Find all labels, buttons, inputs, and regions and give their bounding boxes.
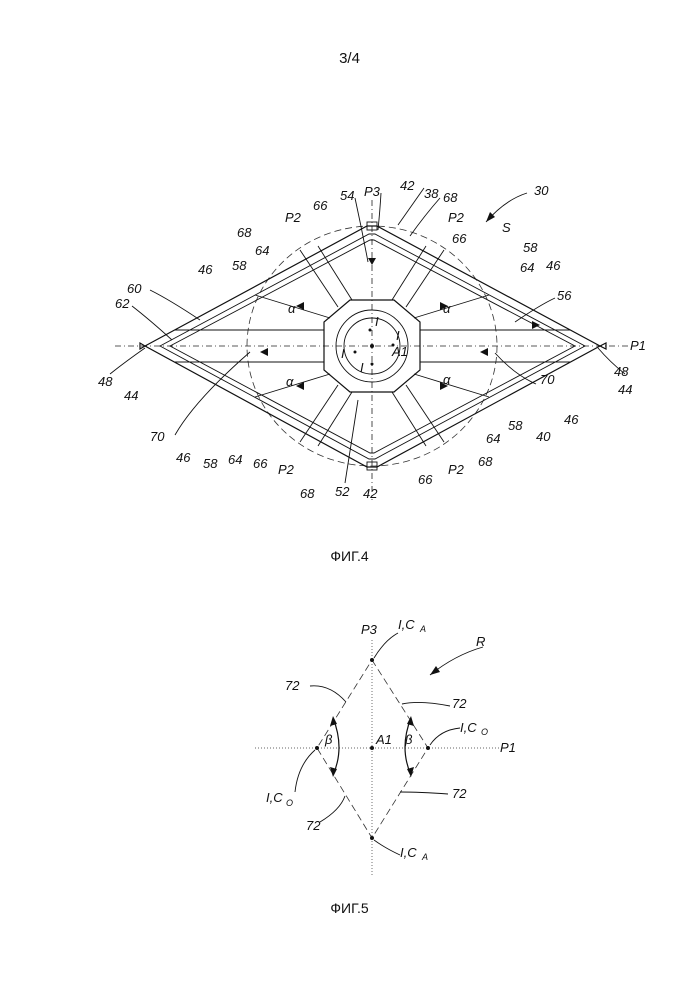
label-p1-fig5: P1 — [500, 740, 516, 755]
label-r: R — [476, 634, 485, 649]
label-ico-left-sub: O — [286, 798, 293, 808]
label-72-lower-left: 72 — [306, 818, 321, 833]
label-ico-right-sub: O — [481, 727, 488, 737]
label-72-lower-right: 72 — [452, 786, 467, 801]
label-p3-fig5: P3 — [361, 622, 378, 637]
label-72-upper-left: 72 — [285, 678, 300, 693]
label-ica-top: I,C — [398, 617, 415, 632]
label-beta-right: β — [404, 732, 413, 747]
label-beta-left: β — [324, 732, 333, 747]
label-a1-fig5: A1 — [375, 732, 392, 747]
label-ico-left: I,C — [266, 790, 283, 805]
label-ica-bottom-sub: A — [421, 852, 428, 862]
figure-5-caption: ФИГ.5 — [0, 900, 699, 916]
label-ico-right: I,C — [460, 720, 477, 735]
label-72-upper-right: 72 — [452, 696, 467, 711]
label-ica-top-sub: A — [419, 624, 426, 634]
label-ica-bottom: I,C — [400, 845, 417, 860]
